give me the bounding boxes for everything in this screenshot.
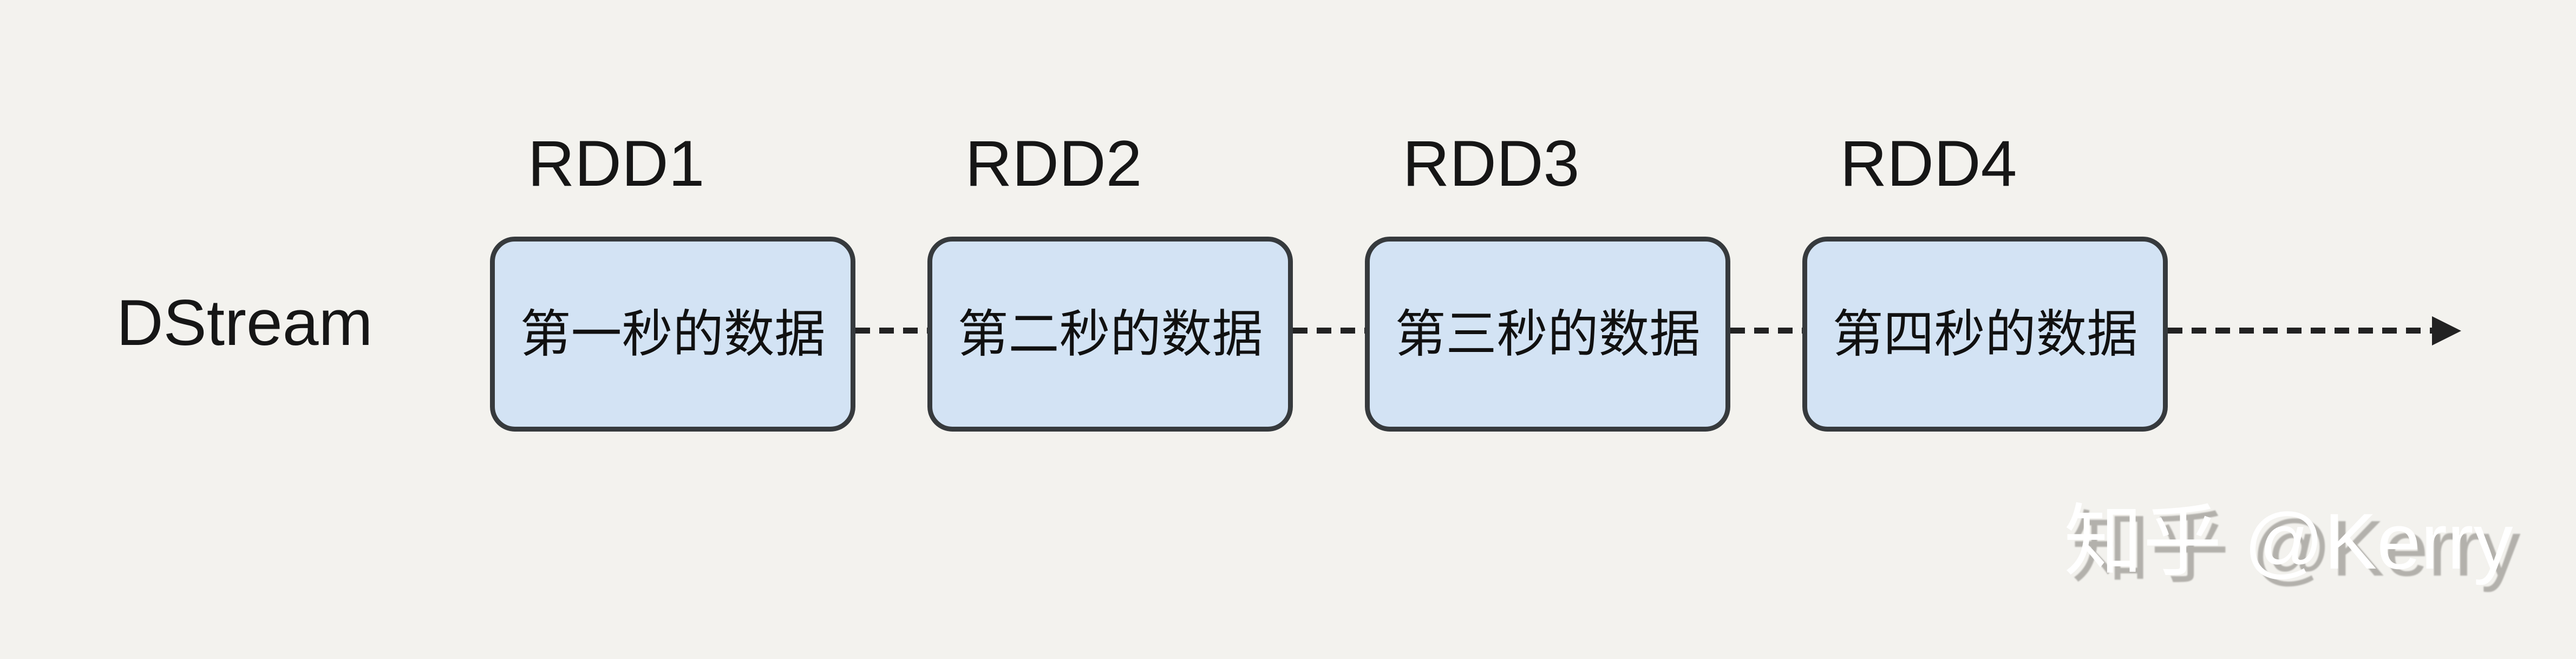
rdd3-box-text: 第三秒的数据 — [1395, 305, 1701, 362]
rdd3-box: 第三秒的数据 — [1365, 237, 1730, 432]
watermark: 知乎 @Kerry — [2064, 497, 2513, 585]
rdd1-box-text: 第一秒的数据 — [520, 305, 826, 362]
output-dashed-line — [2168, 328, 2436, 334]
dashed-connector-rdd1-rdd2 — [855, 328, 927, 334]
rdd2-label: RDD2 — [965, 127, 1142, 200]
dashed-connector-rdd3-rdd4 — [1730, 328, 1802, 334]
rdd2-box-text: 第二秒的数据 — [957, 305, 1263, 362]
rdd4-box-text: 第四秒的数据 — [1832, 305, 2138, 362]
dashed-connector-rdd2-rdd3 — [1293, 328, 1365, 334]
arrowhead-icon — [2432, 316, 2461, 345]
dstream-label: DStream — [116, 286, 373, 359]
rdd4-box: 第四秒的数据 — [1802, 237, 2168, 432]
rdd4-label: RDD4 — [1840, 127, 2017, 200]
rdd2-box: 第二秒的数据 — [927, 237, 1293, 432]
rdd3-label: RDD3 — [1402, 127, 1580, 200]
rdd1-label: RDD1 — [527, 127, 705, 200]
rdd1-box: 第一秒的数据 — [490, 237, 855, 432]
